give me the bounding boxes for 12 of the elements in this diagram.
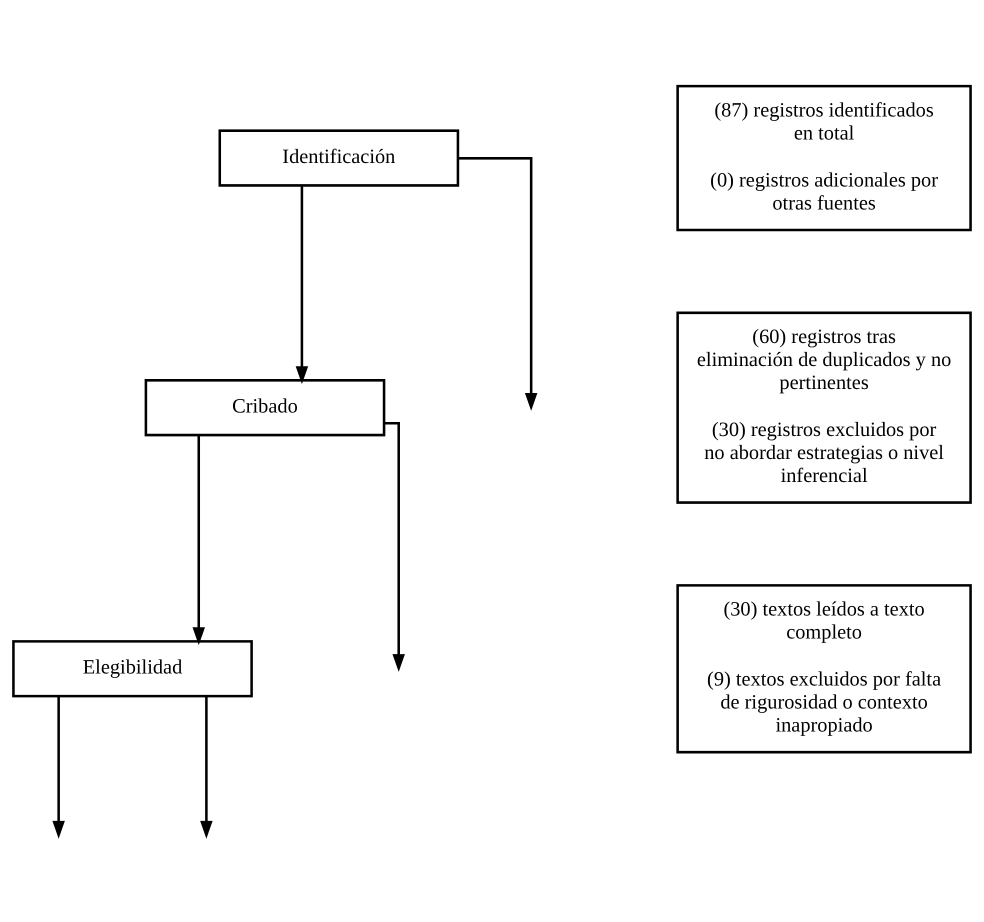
arrow xyxy=(192,435,205,646)
node-box: (30) textos leídos a texto completo (9) textos excluidos por falta de rigurosidad o contexto inapropiado xyxy=(676,584,972,754)
node-box: (60) registros tras eliminación de duplicados y no pertinentes (30) registros excluidos por no abordar estrategias o nivel inferencial xyxy=(676,312,972,504)
arrow xyxy=(458,157,538,411)
node-box: (87) registros identificados en total (0) registros adicionales por otras fuentes xyxy=(676,84,972,232)
arrow xyxy=(52,696,65,839)
arrow xyxy=(384,422,405,672)
node-box: Cribado xyxy=(144,379,386,436)
arrow xyxy=(200,696,213,839)
node-box: Elegibilidad xyxy=(12,640,253,698)
node-box: Identificación xyxy=(218,129,460,187)
arrow xyxy=(296,186,308,384)
